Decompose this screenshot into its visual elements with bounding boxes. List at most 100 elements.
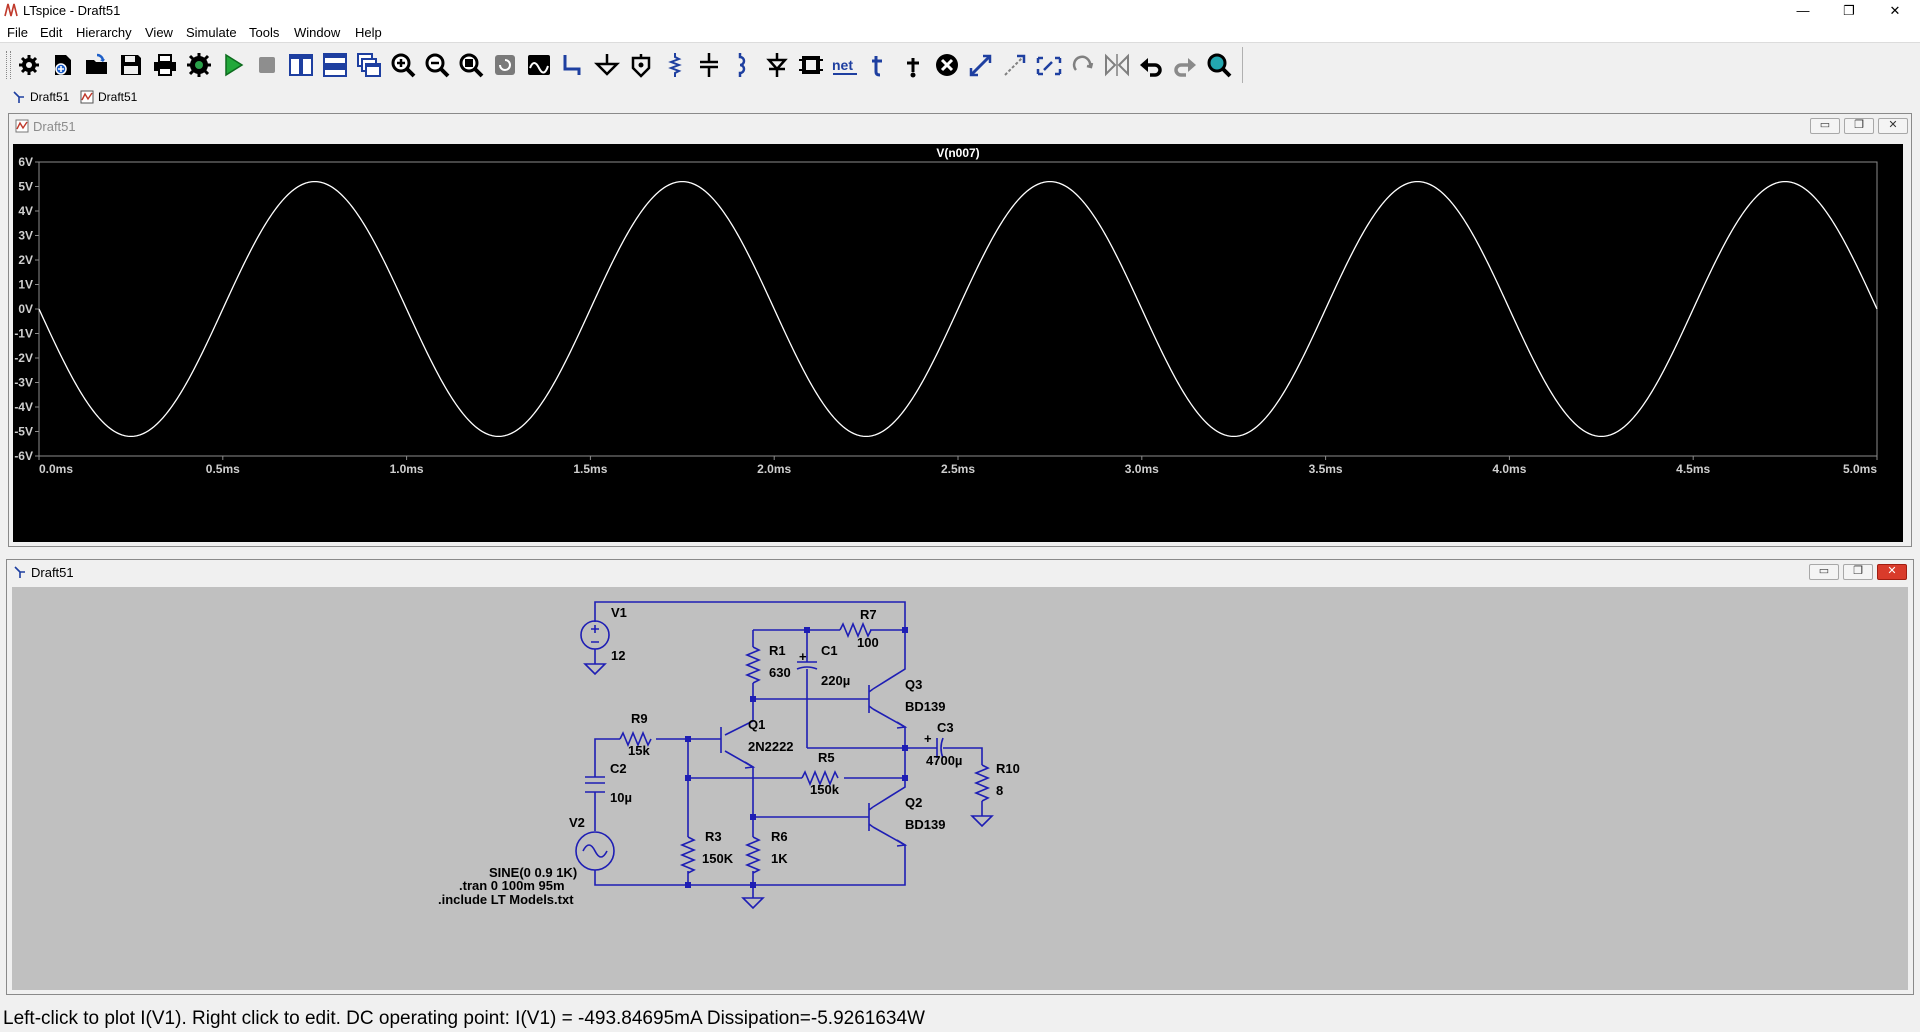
menu-view[interactable]: View <box>145 25 173 40</box>
maximize-button[interactable]: ❐ <box>1843 3 1855 18</box>
halt-icon[interactable] <box>254 52 280 78</box>
draw-wire-icon[interactable] <box>560 52 586 78</box>
ground-symbol-r10[interactable] <box>970 815 994 828</box>
label-r1-value[interactable]: 630 <box>769 665 791 680</box>
diode-icon[interactable] <box>764 52 790 78</box>
wire-q2-emitter[interactable] <box>753 826 906 886</box>
label-r7-value[interactable]: 100 <box>857 635 879 650</box>
waveform-close-button[interactable]: ✕ <box>1878 118 1908 134</box>
schematic-canvas[interactable]: V1 12 R7 100 R1 630 + C1 220µ Q3 BD139 C… <box>12 587 1908 990</box>
menu-file[interactable]: File <box>7 25 28 40</box>
label-r6-value[interactable]: 1K <box>771 851 788 866</box>
label-v1-name[interactable]: V1 <box>611 605 627 620</box>
text-icon[interactable] <box>866 52 892 78</box>
spice-directive-include[interactable]: .include LT Models.txt <box>438 892 574 907</box>
label-r3-value[interactable]: 150K <box>702 851 734 866</box>
resistor-r7[interactable] <box>839 621 872 639</box>
label-c2-value[interactable]: 10µ <box>610 790 632 805</box>
toolbar-grip[interactable] <box>6 51 11 79</box>
print-icon[interactable] <box>152 52 178 78</box>
label-r7-name[interactable]: R7 <box>860 607 877 622</box>
label-c1-name[interactable]: C1 <box>821 643 838 658</box>
close-button[interactable]: ✕ <box>1889 3 1901 18</box>
label-q2-model[interactable]: BD139 <box>905 817 945 832</box>
ground-symbol-v1[interactable] <box>583 663 607 676</box>
drag-icon[interactable] <box>1036 52 1062 78</box>
transistor-q2[interactable] <box>868 803 874 831</box>
menu-edit[interactable]: Edit <box>40 25 63 40</box>
label-v2-name[interactable]: V2 <box>569 815 585 830</box>
label-q1-name[interactable]: Q1 <box>748 717 765 732</box>
waveform-window-titlebar[interactable]: Draft51 ▭ ❐ ✕ <box>9 114 1911 138</box>
transistor-q3[interactable] <box>868 685 874 713</box>
spice-directive-icon[interactable] <box>900 52 926 78</box>
wire-q3-collector[interactable] <box>872 630 906 690</box>
capacitor-icon[interactable] <box>696 52 722 78</box>
run-icon[interactable] <box>220 52 246 78</box>
net-label-icon[interactable]: net <box>832 52 858 78</box>
v2-sine-source[interactable] <box>575 831 615 871</box>
menu-help[interactable]: Help <box>355 25 382 40</box>
label-r10-name[interactable]: R10 <box>996 761 1020 776</box>
resistor-r3[interactable] <box>679 836 697 874</box>
schematic-drawing[interactable]: V1 12 R7 100 R1 630 + C1 220µ Q3 BD139 C… <box>12 587 1908 990</box>
label-r1-name[interactable]: R1 <box>769 643 786 658</box>
menu-simulate[interactable]: Simulate <box>186 25 237 40</box>
duplicate-icon[interactable] <box>968 52 994 78</box>
label-r3-name[interactable]: R3 <box>705 829 722 844</box>
resistor-r9[interactable] <box>619 730 652 748</box>
inductor-icon[interactable] <box>730 52 756 78</box>
open-folder-icon[interactable] <box>84 52 110 78</box>
capacitor-c1[interactable] <box>796 661 818 670</box>
waveform-minimize-button[interactable]: ▭ <box>1810 118 1840 134</box>
redo-icon[interactable] <box>1172 52 1198 78</box>
menu-hierarchy[interactable]: Hierarchy <box>76 25 132 40</box>
cascade-icon[interactable] <box>356 52 382 78</box>
schematic-close-button[interactable]: ✕ <box>1877 564 1907 580</box>
menu-tools[interactable]: Tools <box>249 25 280 40</box>
minimize-button[interactable]: — <box>1796 3 1810 18</box>
label-r9-value[interactable]: 15k <box>628 743 650 758</box>
label-r5-name[interactable]: R5 <box>818 750 835 765</box>
label-c2-name[interactable]: C2 <box>610 761 627 776</box>
zoom-fit-icon[interactable] <box>458 52 484 78</box>
wire-q3-emitter[interactable] <box>872 708 906 778</box>
tab-waveform[interactable]: Draft51 <box>80 88 137 106</box>
wire-q1-collector[interactable] <box>724 699 754 736</box>
label-q1-model[interactable]: 2N2222 <box>748 739 794 754</box>
wire-r9-left[interactable] <box>594 738 620 777</box>
label-q3-model[interactable]: BD139 <box>905 699 945 714</box>
resistor-icon[interactable] <box>662 52 688 78</box>
open-schematic-icon[interactable] <box>50 52 76 78</box>
label-v1-value[interactable]: 12 <box>611 648 625 663</box>
spice-directive-tran[interactable]: .tran 0 100m 95m <box>459 878 565 893</box>
save-icon[interactable] <box>118 52 144 78</box>
schematic-minimize-button[interactable]: ▭ <box>1809 564 1839 580</box>
waveform-restore-button[interactable]: ❐ <box>1844 118 1874 134</box>
label-r9-name[interactable]: R9 <box>631 711 648 726</box>
label-c3-value[interactable]: 4700µ <box>926 753 962 768</box>
wire-c3-right[interactable] <box>943 747 983 765</box>
waveform-chart[interactable]: V(n007)6V5V4V3V2V1V0V-1V-2V-3V-4V-5V-6V0… <box>13 144 1903 542</box>
schematic-restore-button[interactable]: ❐ <box>1843 564 1873 580</box>
control-panel-icon[interactable] <box>186 52 212 78</box>
component-icon[interactable] <box>798 52 824 78</box>
schematic-window-titlebar[interactable]: Draft51 ▭ ❐ ✕ <box>7 560 1913 584</box>
v1-source[interactable] <box>580 620 610 650</box>
label-r6-name[interactable]: R6 <box>771 829 788 844</box>
undo-icon[interactable] <box>1138 52 1164 78</box>
label-net-icon[interactable] <box>628 52 654 78</box>
label-c3-name[interactable]: C3 <box>937 720 954 735</box>
wire-v2-bottom[interactable] <box>594 870 688 886</box>
label-q3-name[interactable]: Q3 <box>905 677 922 692</box>
menu-window[interactable]: Window <box>294 25 341 40</box>
resistor-r10[interactable] <box>973 764 991 802</box>
zoom-cancel-icon[interactable] <box>492 52 518 78</box>
label-r10-value[interactable]: 8 <box>996 783 1003 798</box>
delete-icon[interactable] <box>934 52 960 78</box>
zoom-in-icon[interactable] <box>390 52 416 78</box>
trace-title[interactable]: V(n007) <box>936 146 979 160</box>
zoom-out-icon[interactable] <box>424 52 450 78</box>
resistor-r5[interactable] <box>801 769 839 787</box>
